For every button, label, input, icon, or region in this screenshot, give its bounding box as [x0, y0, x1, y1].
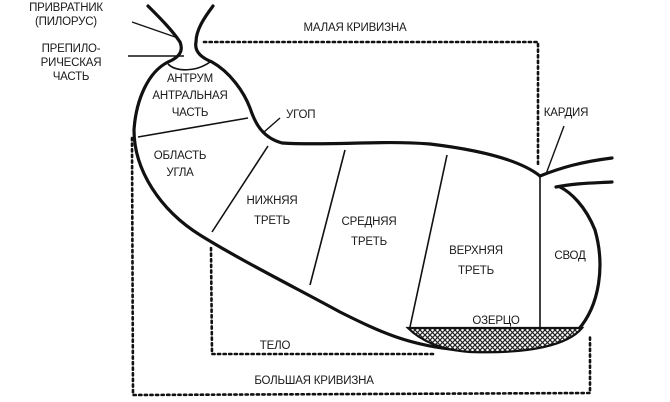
prepyloric-divider: [167, 61, 211, 71]
label-pylorus: ПРИВРАТНИК: [29, 2, 103, 14]
label-upper-third-1: ВЕРХНЯЯ: [449, 245, 503, 257]
label-antrum-3: ЧАСТЬ: [172, 107, 209, 119]
cardia-leader: [545, 125, 565, 175]
label-middle-third-2: ТРЕТЬ: [351, 236, 387, 248]
label-lower-third-2: ТРЕТЬ: [254, 215, 290, 227]
label-body: ТЕЛО: [260, 340, 291, 352]
lesser-curvature-boundary: [202, 40, 540, 167]
body-boundary: [209, 246, 437, 356]
region-dividers: [137, 61, 541, 328]
greater-curvature-boundary: [130, 136, 592, 397]
lower-middle-divider: [309, 149, 346, 286]
label-cardia: КАРДИЯ: [544, 107, 588, 119]
label-lake: ОЗЕРЦО: [472, 315, 519, 327]
label-greater-curvature: БОЛЬШАЯ КРИВИЗНА: [254, 375, 374, 387]
angle-divider: [211, 145, 269, 233]
middle-upper-divider: [409, 154, 448, 328]
antrum-divider: [137, 117, 249, 138]
label-antrum-2: АНТРАЛЬНАЯ: [152, 90, 227, 102]
label-lesser-curvature: МАЛАЯ КРИВИЗНА: [304, 22, 407, 34]
label-prepyloric-3: ЧАСТЬ: [53, 71, 90, 83]
label-upper-third-2: ТРЕТЬ: [458, 265, 494, 277]
angle-notch-leader: [263, 117, 281, 133]
label-pylorus-alt: (ПИЛОРУС): [35, 16, 97, 28]
label-middle-third-1: СРЕДНЯЯ: [342, 216, 397, 228]
label-antrum-1: АНТРУМ: [167, 73, 213, 85]
label-lower-third-1: НИЖНЯЯ: [247, 195, 298, 207]
label-prepyloric-2: РИЧЕСКАЯ: [41, 57, 102, 69]
label-prepyloric-1: ПРЕПИЛО-: [42, 43, 101, 55]
leader-lines: [128, 21, 565, 175]
label-angle-region-2: УГЛА: [166, 167, 194, 179]
label-fundus: СВОД: [554, 250, 586, 262]
lake-region: [405, 326, 585, 354]
pylorus-leader: [131, 21, 179, 39]
label-angle-notch: УГОП: [286, 109, 315, 121]
label-angle-region-1: ОБЛАСТЬ: [154, 150, 207, 162]
